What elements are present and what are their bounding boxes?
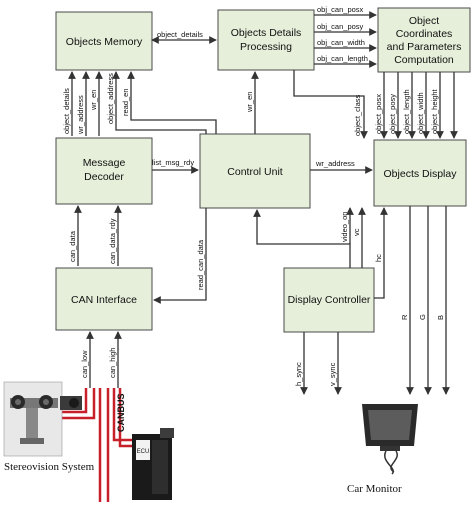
objects-display-block: Objects Display (373, 139, 467, 207)
objects-display-label: Objects Display (384, 168, 458, 180)
can-interface-label: CAN Interface (71, 294, 137, 306)
signal-v-sync: v_sync (328, 362, 337, 386)
objects-memory-label: Objects Memory (66, 36, 143, 48)
ecu-tag: ECU (137, 449, 150, 455)
signal-object-posy: object_posy (388, 94, 397, 134)
wire-sync-outputs: h_sync v_sync (294, 332, 342, 395)
signal-object-address: object_address (106, 73, 115, 124)
signal-b: B (436, 315, 445, 320)
signal-object-width: object_width (416, 92, 425, 134)
signal-obj-can-width: obj_can_width (317, 38, 365, 47)
signal-obj-can-length: obj_can_length (317, 54, 368, 63)
signal-video-on: video_on (340, 212, 349, 242)
can-interface-block: CAN Interface (55, 267, 153, 331)
signal-wr-en-odp: wr_en (245, 92, 254, 113)
ocp-label-line1: Object (409, 15, 439, 27)
odp-label-line2: Processing (240, 41, 292, 53)
signal-wr-address-v: wr_address (76, 95, 85, 135)
signal-object-class: object_class (353, 94, 362, 136)
wire-ocp-to-display-bus: object_posx object_posy object_length ob… (374, 72, 458, 139)
message-decoder-label-line1: Message (83, 157, 126, 169)
signal-can-data: can_data (68, 230, 77, 262)
ecu-unit-icon: ECU (132, 428, 174, 500)
wire-can-bus-lines: can_low can_high (80, 331, 122, 388)
ocp-label-line4: Computation (394, 54, 454, 66)
wire-read-en: read_en (121, 71, 217, 134)
signal-can-high: can_high (108, 348, 117, 378)
display-controller-label: Display Controller (288, 294, 371, 306)
signal-object-posx: object_posx (374, 94, 383, 134)
car-monitor-icon (362, 404, 418, 475)
signal-r: R (400, 314, 409, 320)
signal-read-can-data: read_can_data (196, 239, 205, 290)
wire-object-class: object_class (293, 70, 368, 139)
odp-label-line1: Objects Details (231, 27, 302, 39)
wire-odp-to-ocp-bus: obj_can_posx obj_can_posy obj_can_width … (314, 5, 377, 68)
wire-wr-en-odp: wr_en (245, 71, 259, 134)
wire-rgb-outputs: R G B (400, 206, 450, 395)
objects-details-processing-block: Objects Details Processing (217, 9, 315, 71)
signal-list-msg-rdy: list_msg_rdy (152, 158, 194, 167)
signal-object-length: object_length (402, 89, 411, 134)
car-monitor-label: Car Monitor (347, 483, 402, 495)
stereovision-camera-icon (3, 381, 82, 457)
signal-object-details-v: object_details (62, 88, 71, 134)
wire-object-address: object_address (106, 71, 207, 134)
ocp-label-line2: Coordinates (396, 28, 453, 40)
wire-list-msg-rdy: list_msg_rdy (152, 158, 199, 174)
object-coordinates-computation-block: Object Coordinates and Parameters Comput… (377, 7, 471, 73)
wire-memory-decoder: object_details wr_address wr_en (62, 71, 103, 136)
canbus-label: CANBUS (116, 393, 126, 432)
wire-can-data: can_data can_data_rdy (68, 205, 122, 266)
signal-wr-en-v: wr_en (89, 90, 98, 111)
control-unit-label: Control Unit (227, 166, 283, 178)
message-decoder-label-line2: Decoder (84, 171, 124, 183)
wire-video-on: video_on (253, 207, 354, 268)
canbus-cables: CANBUS (60, 388, 132, 502)
signal-object-details-top: object_details (157, 30, 203, 39)
signal-obj-can-posx: obj_can_posx (317, 5, 364, 14)
signal-g: G (418, 314, 427, 320)
signal-can-low: can_low (80, 350, 89, 378)
signal-obj-can-posy: obj_can_posy (317, 22, 364, 31)
display-controller-block: Display Controller (283, 267, 375, 333)
wire-object-details-top: object_details (151, 30, 217, 44)
stereovision-label: Stereovision System (4, 461, 95, 473)
signal-h-sync: h_sync (294, 362, 303, 386)
signal-wr-address-h: wr_address (315, 159, 355, 168)
signal-vc: vc (352, 228, 361, 236)
wire-hc: hc (374, 207, 388, 299)
signal-object-height: object_height (430, 88, 439, 134)
signal-read-en: read_en (121, 88, 130, 116)
wire-vc: vc (352, 207, 366, 268)
signal-hc: hc (374, 254, 383, 262)
wire-wr-address-h: wr_address (310, 159, 373, 174)
objects-memory-block: Objects Memory (55, 11, 153, 71)
control-unit-block: Control Unit (199, 133, 311, 209)
signal-can-data-rdy: can_data_rdy (108, 218, 117, 264)
message-decoder-block: Message Decoder (55, 137, 153, 205)
ocp-label-line3: and Parameters (387, 41, 462, 53)
wire-read-can-data: read_can_data (153, 208, 207, 304)
